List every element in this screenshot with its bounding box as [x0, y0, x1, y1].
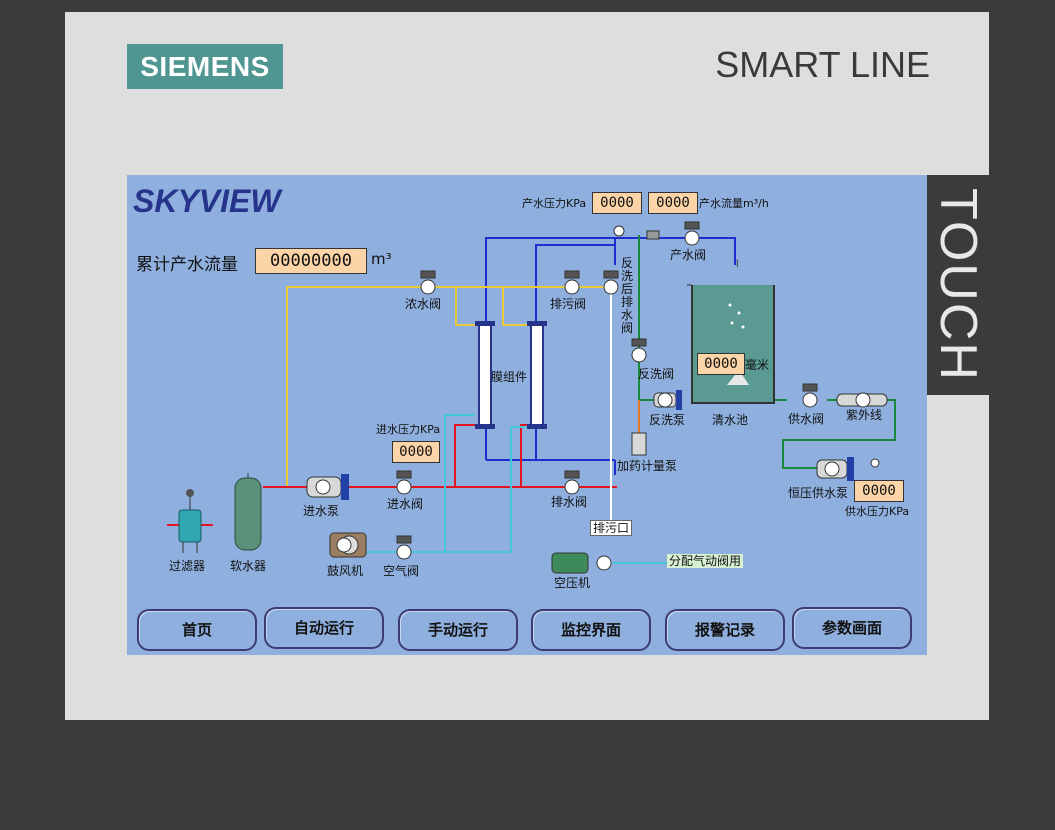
backwash-valve-label: 反洗阀	[638, 367, 675, 381]
touch-label: TOUCH	[929, 188, 987, 382]
nav-monitor-button[interactable]: 监控界面	[531, 609, 651, 651]
nav-manual-run-button[interactable]: 手动运行	[398, 609, 518, 651]
blower-label: 鼓风机	[327, 564, 364, 578]
drain-valve-bottom-label: 排水阀	[551, 495, 588, 509]
total-flow-unit: m³	[371, 250, 392, 268]
product-pressure-label: 产水压力KPa	[522, 197, 587, 210]
inlet-pressure-display: 0000	[392, 441, 440, 463]
supply-valve-label: 供水阀	[788, 412, 825, 426]
supply-pressure-display: 0000	[854, 480, 904, 502]
inlet-valve-label: 进水阀	[387, 497, 424, 511]
clear-tank-label: 清水池	[712, 413, 749, 427]
nav-home-button[interactable]: 首页	[137, 609, 257, 651]
softener-vessel	[234, 473, 262, 551]
supply-pressure-label: 供水压力KPa	[845, 505, 910, 518]
total-flow-label: 累计产水流量	[136, 255, 238, 275]
dosing-pump-label: 加药计量泵	[617, 459, 678, 473]
yellow-pipes	[286, 286, 615, 487]
product-valve-label: 产水阀	[670, 248, 707, 262]
inlet-pressure-label: 进水压力KPa	[376, 423, 441, 436]
compressor-shape	[551, 552, 589, 574]
air-valve-label: 空气阀	[383, 564, 420, 578]
cyan-pipes	[367, 414, 672, 564]
series-label: SMART LINE	[715, 44, 930, 85]
membrane-label: 膜组件	[491, 370, 528, 384]
touch-band	[927, 175, 989, 395]
softener-label: 软水器	[230, 559, 267, 573]
drain-valve-top-label: 排污阀	[550, 297, 587, 311]
process-diagram: ⌇	[167, 221, 896, 574]
filter-vessel	[178, 489, 202, 553]
nav-alarm-log-button[interactable]: 报警记录	[665, 609, 785, 651]
product-pressure-display: 0000	[592, 192, 642, 214]
concentrate-valve-label: 浓水阀	[405, 297, 442, 311]
filter-label: 过滤器	[169, 559, 206, 573]
product-flow-label: 产水流量m³/h	[699, 197, 769, 210]
svg-text:⌇: ⌇	[735, 259, 740, 270]
valve-symbols	[315, 221, 880, 571]
total-flow-display: 00000000	[255, 248, 367, 274]
tank-level-unit: 毫米	[745, 358, 770, 372]
nav-auto-run-button[interactable]: 自动运行	[264, 607, 384, 649]
dosing-pump-shape	[631, 432, 647, 456]
nav-parameters-button[interactable]: 参数画面	[792, 607, 912, 649]
backwash-pump-label: 反洗泵	[649, 413, 686, 427]
membrane-modules	[475, 321, 547, 429]
pneumatic-dist-label: 分配气动阀用	[667, 554, 744, 568]
hmi-screen: ⌇	[127, 175, 927, 655]
drain-outlet-label: 排污口	[590, 520, 633, 536]
product-flow-display: 0000	[648, 192, 698, 214]
skyview-logo: SKYVIEW	[133, 183, 281, 219]
uv-label: 紫外线	[846, 408, 883, 422]
tank-level-display: 0000	[697, 353, 745, 375]
backwash-drain-valve-label: 反 洗 后 排 水 阀	[621, 256, 634, 335]
siemens-logo: SIEMENS	[127, 44, 283, 89]
const-pressure-pump-label: 恒压供水泵	[788, 486, 849, 500]
air-compressor-label: 空压机	[554, 576, 591, 590]
clear-tank: ⌇	[687, 259, 775, 404]
inlet-pump-label: 进水泵	[303, 504, 340, 518]
